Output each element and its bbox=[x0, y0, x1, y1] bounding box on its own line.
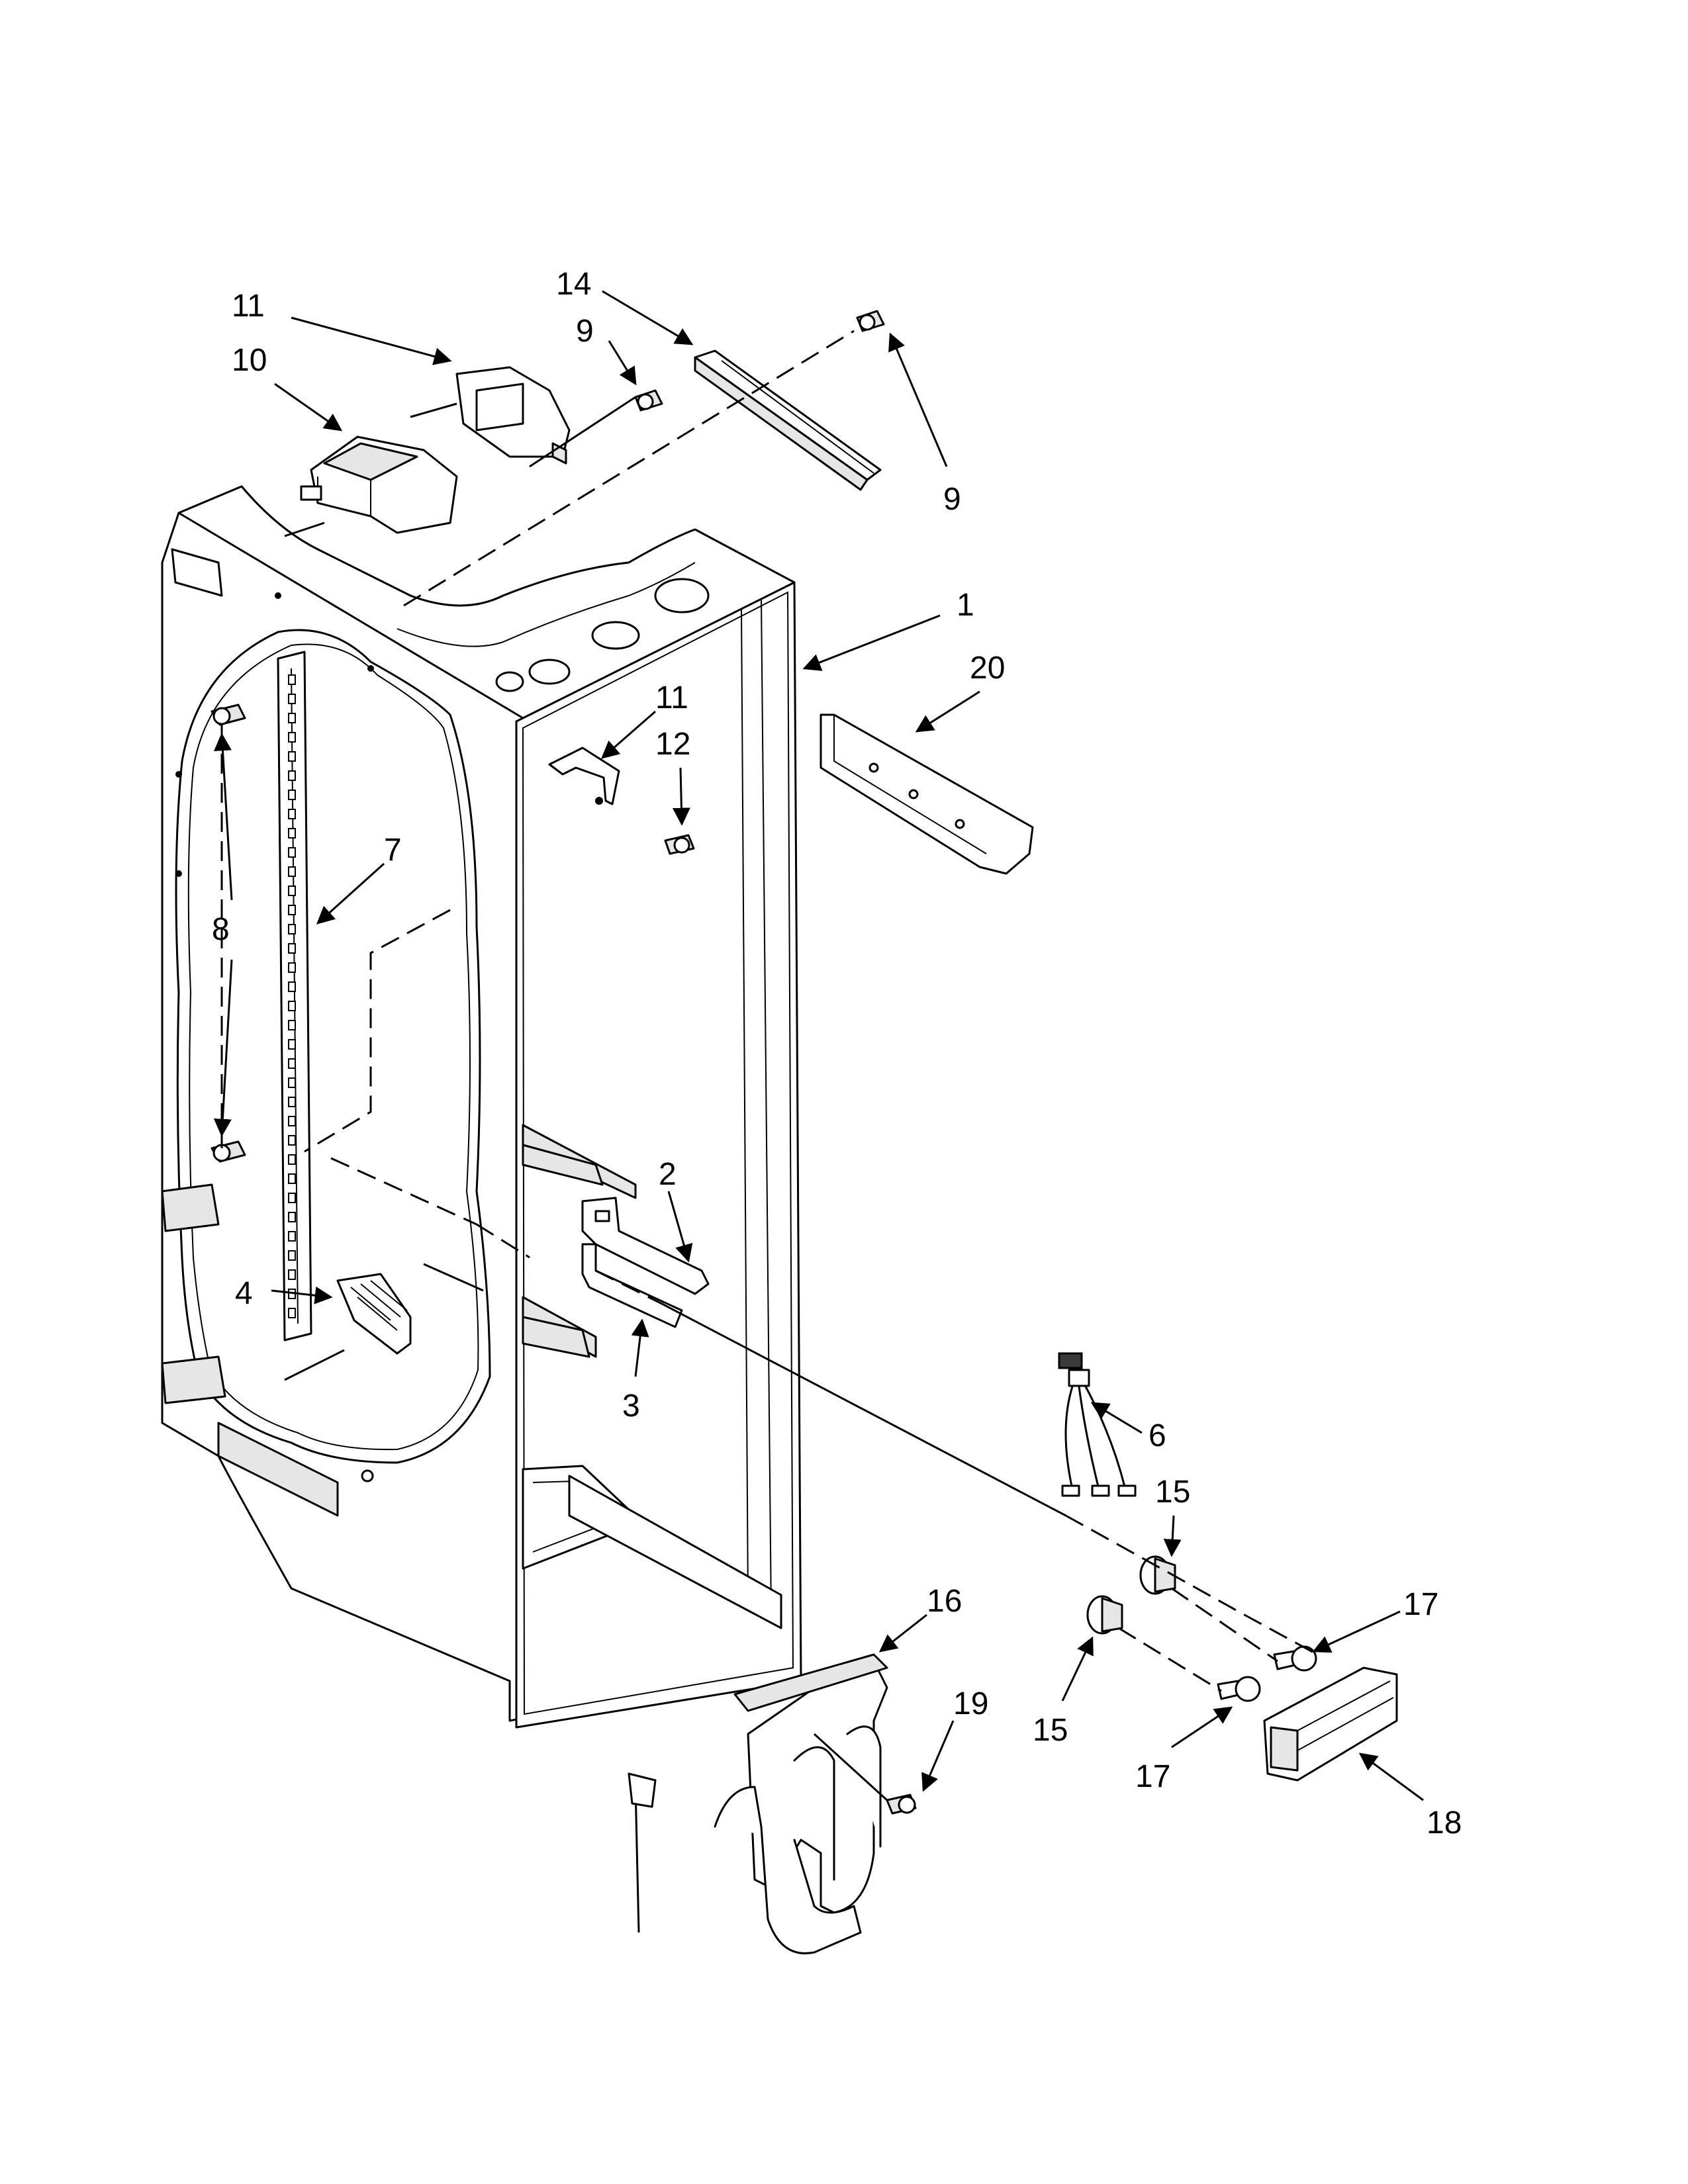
mounting-bracket bbox=[548, 747, 620, 805]
defrost-heater bbox=[628, 1653, 888, 1954]
control-bracket bbox=[455, 366, 571, 465]
ladder-slot bbox=[288, 828, 296, 839]
ladder-slot bbox=[288, 1250, 296, 1261]
ladder-slot bbox=[288, 694, 296, 704]
damper-bracket bbox=[581, 1197, 710, 1295]
ladder-slot bbox=[288, 1135, 296, 1146]
cabinet-liner bbox=[161, 485, 802, 1729]
ladder-slot bbox=[288, 1308, 296, 1318]
callout-labels: 11 10 9 14 9 1 20 11 12 7 8 2 4 3 6 15 1… bbox=[212, 267, 1462, 1841]
callout-17-upper: 17 bbox=[1403, 1587, 1438, 1622]
shelf-ladder bbox=[277, 651, 312, 1342]
callout-7: 7 bbox=[384, 833, 402, 868]
ladder-slot bbox=[288, 713, 296, 723]
ladder-slot bbox=[288, 1269, 296, 1280]
ladder-slot bbox=[288, 1001, 296, 1011]
callout-17-lower: 17 bbox=[1135, 1759, 1170, 1794]
ladder-slot bbox=[288, 1173, 296, 1184]
top-rail bbox=[694, 349, 882, 491]
callout-16: 16 bbox=[927, 1584, 962, 1619]
leader-arrows bbox=[213, 290, 1424, 1801]
ladder-slot bbox=[288, 1077, 296, 1088]
callout-15-upper: 15 bbox=[1155, 1475, 1190, 1510]
callout-20: 20 bbox=[970, 651, 1005, 686]
ladder-slot bbox=[288, 1097, 296, 1107]
ladder-slot bbox=[288, 886, 296, 896]
drain-trough bbox=[820, 713, 1034, 875]
lamp-socket-lower bbox=[1086, 1595, 1123, 1635]
ladder-slot bbox=[288, 924, 296, 934]
callout-15-lower: 15 bbox=[1033, 1713, 1068, 1748]
ladder-slot bbox=[288, 866, 296, 877]
callout-9-right: 9 bbox=[943, 482, 961, 517]
callout-3: 3 bbox=[622, 1388, 640, 1424]
ladder-slot bbox=[288, 1231, 296, 1242]
ladder-slot bbox=[288, 809, 296, 819]
ladder-slot bbox=[288, 847, 296, 858]
ladder-slot bbox=[288, 1020, 296, 1030]
screw-8-top bbox=[211, 704, 246, 726]
callout-8: 8 bbox=[212, 912, 230, 947]
lamp-housing bbox=[1263, 1666, 1398, 1782]
ladder-slot bbox=[288, 905, 296, 915]
ladder-slot bbox=[288, 1212, 296, 1222]
assembly-guides bbox=[220, 330, 1318, 1801]
screw-9-left bbox=[634, 389, 663, 412]
light-bulb-lower bbox=[1217, 1676, 1261, 1702]
callout-9-top: 9 bbox=[576, 314, 594, 349]
ladder-slot bbox=[288, 751, 296, 762]
wire-harness bbox=[1058, 1352, 1137, 1497]
cover-strip bbox=[581, 1243, 683, 1328]
ladder-slot bbox=[288, 1154, 296, 1165]
callout-12: 10 bbox=[232, 343, 267, 378]
ladder-slot bbox=[288, 674, 296, 685]
ladder-slot bbox=[288, 1039, 296, 1050]
callout-18: 18 bbox=[1427, 1805, 1462, 1841]
callout-19: 19 bbox=[953, 1686, 988, 1721]
callout-4: 4 bbox=[235, 1276, 253, 1311]
callout-1: 1 bbox=[957, 588, 974, 623]
ladder-slot bbox=[288, 1116, 296, 1126]
screw-19 bbox=[886, 1794, 917, 1815]
callout-10: 11 bbox=[655, 680, 688, 715]
callout-11: 12 bbox=[655, 727, 690, 762]
ladder-slot bbox=[288, 790, 296, 800]
screw-11 bbox=[664, 834, 695, 855]
ladder-slot bbox=[288, 770, 296, 781]
control-housing bbox=[300, 435, 458, 534]
ladder-slot bbox=[288, 732, 296, 743]
light-bulb-upper bbox=[1273, 1645, 1317, 1672]
callout-14: 14 bbox=[556, 267, 591, 302]
ladder-slot bbox=[288, 1193, 296, 1203]
callout-13: 11 bbox=[232, 289, 265, 324]
callout-6: 6 bbox=[1149, 1418, 1166, 1453]
ladder-slot bbox=[288, 981, 296, 992]
screw-9-right bbox=[856, 310, 885, 332]
ladder-slot bbox=[288, 943, 296, 954]
ladder-slot bbox=[288, 962, 296, 973]
lamp-socket-upper bbox=[1139, 1555, 1176, 1595]
callout-2: 2 bbox=[659, 1157, 677, 1192]
vent-grille bbox=[336, 1273, 412, 1355]
ladder-slot bbox=[288, 1058, 296, 1069]
